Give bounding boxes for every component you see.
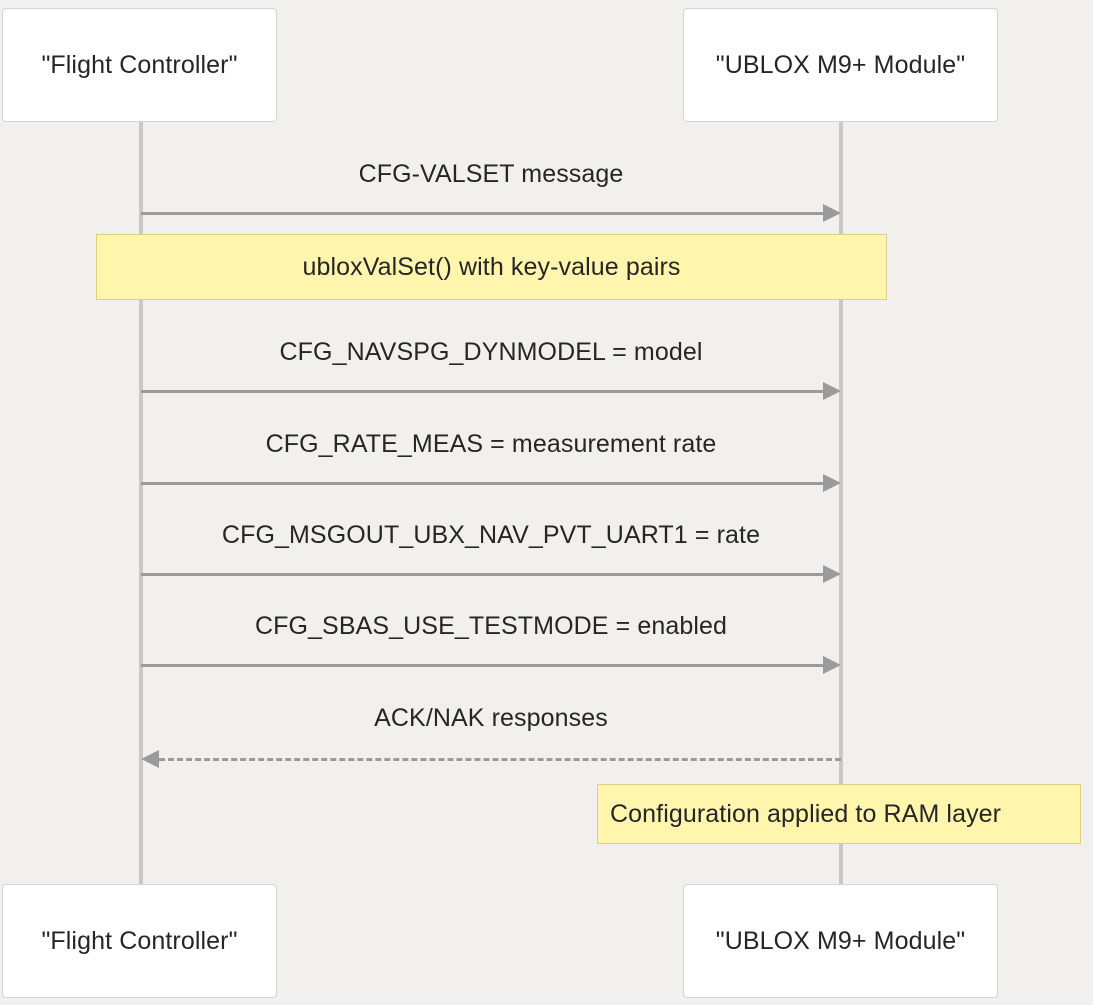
message-line (159, 758, 841, 761)
participant-label-flight-controller: "Flight Controller" (41, 50, 238, 79)
participant-label-flight-controller: "Flight Controller" (41, 926, 238, 955)
arrowhead-right (823, 565, 841, 583)
arrowhead-right (823, 204, 841, 222)
participant-bottom-ublox-module[interactable]: "UBLOX M9+ Module" (683, 884, 998, 998)
message-line (141, 212, 823, 215)
message-label-cfg-rate-meas: CFG_RATE_MEAS = measurement rate (265, 430, 717, 458)
note-configuration-applied-ram: Configuration applied to RAM layer (597, 784, 1081, 844)
arrowhead-right (823, 474, 841, 492)
note-ublox-valset: ubloxValSet() with key-value pairs (96, 234, 887, 300)
message-line (141, 573, 823, 576)
arrowhead-left (141, 750, 159, 768)
participant-top-flight-controller[interactable]: "Flight Controller" (2, 8, 277, 122)
message-label-cfg-msgout-ubx-nav-pvt-uart1: CFG_MSGOUT_UBX_NAV_PVT_UART1 = rate (221, 521, 761, 549)
participant-bottom-flight-controller[interactable]: "Flight Controller" (2, 884, 277, 998)
participant-top-ublox-module[interactable]: "UBLOX M9+ Module" (683, 8, 998, 122)
participant-label-ublox-module: "UBLOX M9+ Module" (715, 926, 966, 955)
message-line (141, 390, 823, 393)
message-line (141, 482, 823, 485)
lifeline-flight-controller (139, 122, 143, 890)
participant-label-ublox-module: "UBLOX M9+ Module" (715, 50, 966, 79)
lifeline-ublox-module (839, 122, 843, 890)
message-label-ack-nak-responses: ACK/NAK responses (374, 704, 608, 732)
arrowhead-right (823, 382, 841, 400)
note-text: ubloxValSet() with key-value pairs (302, 252, 681, 281)
message-line (141, 664, 823, 667)
note-text: Configuration applied to RAM layer (610, 799, 1002, 828)
message-label-cfg-valset: CFG-VALSET message (358, 160, 624, 188)
message-label-cfg-sbas-use-testmode: CFG_SBAS_USE_TESTMODE = enabled (254, 612, 728, 640)
message-label-cfg-navspg-dynmodel: CFG_NAVSPG_DYNMODEL = model (279, 338, 703, 366)
arrowhead-right (823, 656, 841, 674)
